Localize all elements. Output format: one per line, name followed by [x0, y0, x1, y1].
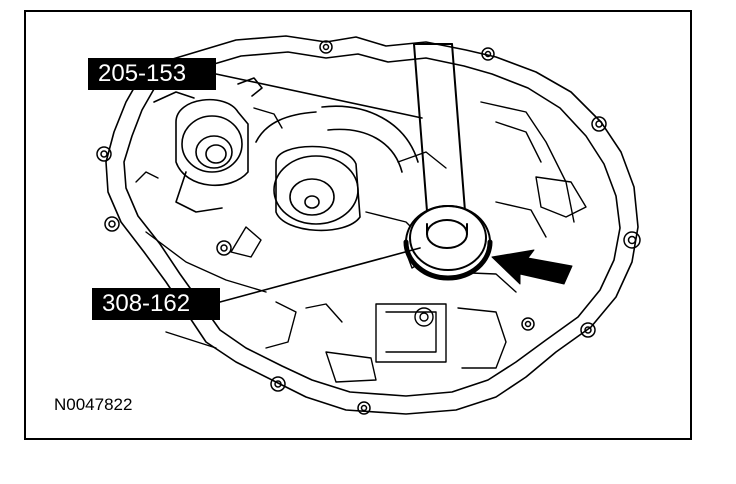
center-bearing-bore [255, 105, 419, 232]
callout-leaders [215, 73, 423, 303]
driver-handle [413, 43, 467, 225]
bolt-holes [96, 40, 641, 415]
callout-label-205-153: 205-153 [88, 58, 216, 90]
housing-inner-outline [123, 51, 621, 397]
housing-outline [105, 35, 639, 415]
illustration-frame: 205-153 308-162 N0047822 [24, 10, 692, 440]
arrow-icon [491, 249, 573, 285]
left-bearing-bore [153, 77, 263, 213]
internal-detail [135, 101, 587, 383]
figure-id: N0047822 [54, 395, 133, 414]
callout-label-308-162: 308-162 [92, 288, 220, 320]
seal-installer [403, 205, 493, 281]
transmission-case-drawing [96, 35, 641, 415]
